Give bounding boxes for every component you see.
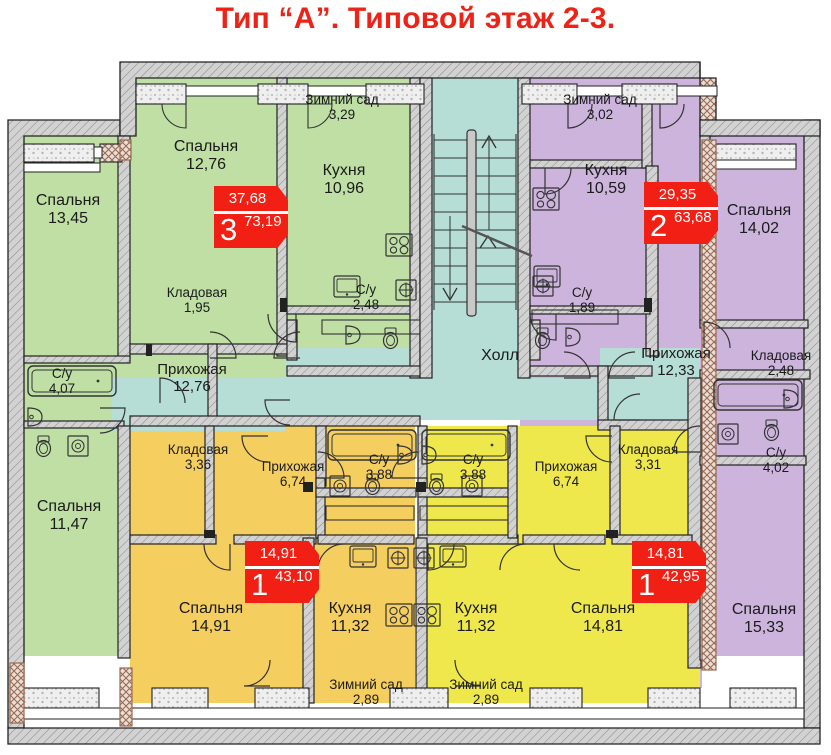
apartment-badge-1-room-orange[interactable]: 14,91 1 43,10 <box>245 541 319 603</box>
badge-shape <box>632 541 706 603</box>
fixtures-orange <box>325 429 417 627</box>
apartment-badge-2-room[interactable]: 29,35 2 63,68 <box>644 182 718 244</box>
badge-room-count: 2 <box>650 208 668 243</box>
badge-room-count: 1 <box>251 567 269 602</box>
wall-caps <box>146 298 652 538</box>
badge-total-area: 42,95 <box>662 568 700 585</box>
badge-total-area: 63,68 <box>674 209 712 226</box>
badge-divider <box>214 211 288 214</box>
floor-plan-drawing <box>0 48 831 755</box>
badge-divider <box>632 566 706 569</box>
badge-living-area: 14,81 <box>646 545 685 562</box>
badge-living-area: 29,35 <box>658 186 697 203</box>
badge-living-area: 14,91 <box>259 545 298 562</box>
stair-shaft-walls <box>419 77 531 379</box>
fixtures-green <box>27 233 421 458</box>
apartment-badge-3-room[interactable]: 37,68 3 73,19 <box>214 186 288 248</box>
badge-divider <box>245 566 319 569</box>
badge-shape <box>245 541 319 603</box>
staircase <box>433 129 533 317</box>
badge-total-area: 73,19 <box>244 213 282 230</box>
badge-shape <box>214 186 288 248</box>
fixtures-yellow <box>413 429 511 627</box>
apartment-badge-1-room-yellow[interactable]: 14,81 1 42,95 <box>632 541 706 603</box>
badge-living-area: 37,68 <box>228 190 267 207</box>
page-title: Тип “А”. Типовой этаж 2-3. <box>215 2 616 35</box>
badge-room-count: 3 <box>220 212 238 247</box>
badge-room-count: 1 <box>638 567 656 602</box>
fixtures-purple <box>531 187 803 445</box>
interior-walls-orange <box>129 425 417 704</box>
balcony-rails <box>9 139 717 727</box>
badge-shape <box>644 182 718 244</box>
badge-divider <box>644 207 718 210</box>
badge-total-area: 43,10 <box>275 568 313 585</box>
